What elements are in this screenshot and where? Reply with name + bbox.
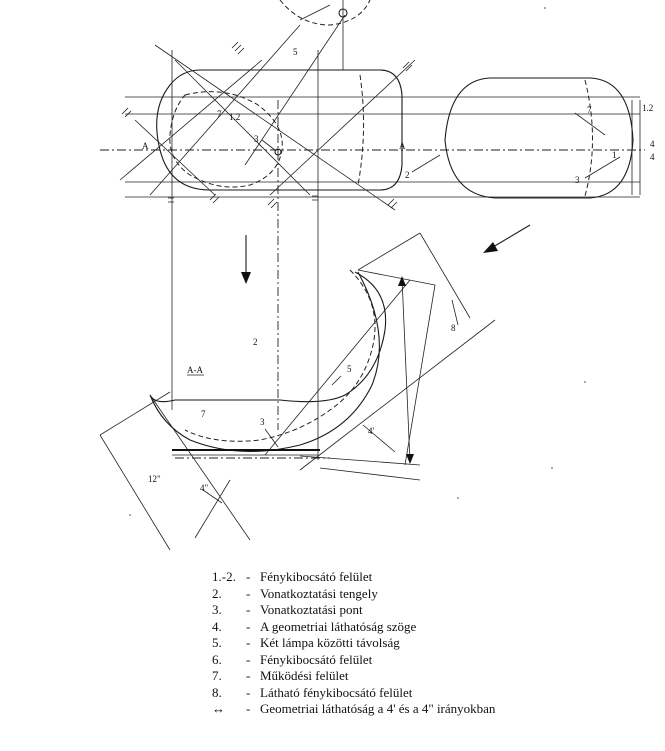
legend-num: 8. — [212, 684, 222, 700]
legend-item: 4. - A geometriai láthatóság szöge — [212, 619, 652, 636]
marker-4-double-prime: 4" — [200, 483, 209, 493]
marker-2-top: 2 — [405, 170, 410, 180]
legend-sep: - — [246, 668, 251, 683]
legend-sep: - — [246, 701, 251, 716]
marker-7-top: 7 — [217, 109, 222, 119]
marker-3-section: 3 — [260, 417, 265, 427]
legend-num: 2. — [212, 585, 222, 601]
legend-text: Fénykibocsátó felület — [260, 651, 373, 667]
legend-sep: - — [246, 651, 251, 667]
legend-sep: - — [246, 635, 251, 650]
marker-5-top: 5 — [293, 47, 298, 57]
scan-specks — [129, 7, 586, 516]
legend-num: 6. — [212, 651, 222, 667]
marker-3-right: 3 — [575, 175, 580, 185]
marker-5-section: 5 — [347, 364, 352, 374]
marker-7-section: 7 — [201, 409, 206, 419]
left-lamp-inner-dashed — [169, 91, 283, 188]
marker-8: 8 — [451, 323, 456, 333]
legend-item: ↔ - Geometriai láthatóság a 4' és a 4" i… — [212, 701, 652, 718]
legend-sep: - — [246, 585, 251, 601]
legend-text: Fénykibocsátó felület — [260, 569, 373, 584]
marker-12-double-prime: 12" — [148, 474, 161, 484]
marker-a-a: A-A — [187, 365, 203, 375]
marker-1-2-right: 1.2 — [642, 103, 653, 113]
legend-text: Működési felület — [260, 668, 349, 683]
legend-text: A geometriai láthatóság szöge — [260, 618, 417, 634]
legend-item: 3. - Vonatkoztatási pont — [212, 602, 652, 619]
marker-4-prime: 4' — [368, 426, 375, 436]
legend-item: 6. - Fénykibocsátó felület — [212, 652, 652, 669]
legend-text: Két lámpa közötti távolság — [260, 635, 400, 650]
legend-item: 2. - Vonatkoztatási tengely — [212, 586, 652, 603]
legend-sep: - — [246, 569, 251, 584]
legend-num: 5. — [212, 635, 222, 650]
right-lamp-outline — [444, 77, 634, 199]
marker-3-top: 3 — [254, 134, 259, 144]
marker-a-left: A — [142, 141, 149, 151]
left-lamp-outline — [156, 69, 403, 191]
marker-1-2-top: 1.2 — [229, 112, 240, 122]
marker-4-right-a: 4 — [650, 139, 655, 149]
legend-item: 1.-2. - Fénykibocsátó felület — [212, 569, 652, 586]
marker-a-right: A — [399, 141, 406, 151]
legend-item: 5. - Két lámpa közötti távolság — [212, 635, 652, 652]
legend-text: Geometriai láthatóság a 4' és a 4" irány… — [260, 701, 496, 716]
top-view: A A 7 1.2 3 5 2 7 1.2 1 4 4 3 — [100, 0, 655, 460]
legend-text: Vonatkoztatási tengely — [260, 585, 378, 601]
legend-text: Vonatkoztatási pont — [260, 602, 363, 617]
view-arrows — [241, 224, 531, 284]
legend-sep: - — [246, 602, 251, 617]
legend-num: ↔ — [212, 701, 225, 716]
marker-2-section: 2 — [253, 337, 258, 347]
legend-num: 1.-2. — [212, 569, 236, 584]
legend: 1.-2. - Fénykibocsátó felület 2. - Vonat… — [212, 569, 652, 718]
legend-text: Látható fénykibocsátó felület — [260, 684, 413, 700]
legend-num: 3. — [212, 602, 222, 617]
legend-sep: - — [246, 684, 251, 700]
section-view: 4' 4" 12" 8 A-A 2 5 7 3 — [99, 232, 496, 551]
legend-sep: - — [246, 618, 251, 634]
technical-drawing: A A 7 1.2 3 5 2 7 1.2 1 4 4 3 — [99, 0, 655, 551]
marker-7-right: 7 — [587, 105, 592, 115]
marker-1-right: 1 — [612, 150, 617, 160]
legend-num: 4. — [212, 618, 222, 634]
reflector-profile — [149, 271, 387, 452]
legend-num: 7. — [212, 668, 222, 683]
marker-4-right-b: 4 — [650, 152, 655, 162]
legend-item: 7. - Működési felület — [212, 668, 652, 685]
legend-item: 8. - Látható fénykibocsátó felület — [212, 685, 652, 702]
